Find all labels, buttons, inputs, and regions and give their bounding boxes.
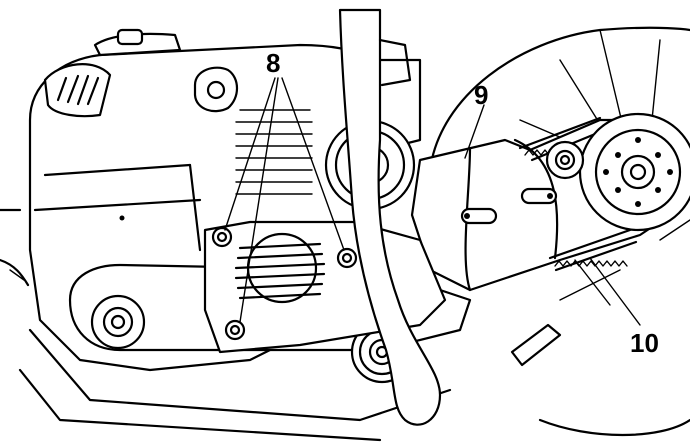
leader-8-a bbox=[224, 77, 276, 231]
leader-9 bbox=[464, 104, 485, 159]
leader-lines bbox=[224, 77, 641, 326]
callout-8: 8 bbox=[266, 48, 281, 78]
leader-10 bbox=[589, 257, 641, 326]
handle-bar bbox=[338, 8, 442, 426]
leader-8-c bbox=[281, 77, 345, 251]
handle-tip bbox=[510, 323, 562, 367]
leader-8-b bbox=[239, 77, 279, 323]
callout-10: 10 bbox=[630, 328, 659, 358]
callout-9: 9 bbox=[474, 80, 489, 110]
blade-pulley bbox=[578, 112, 690, 232]
belt-tensioner bbox=[545, 140, 585, 180]
left-edge-parts bbox=[0, 208, 30, 287]
